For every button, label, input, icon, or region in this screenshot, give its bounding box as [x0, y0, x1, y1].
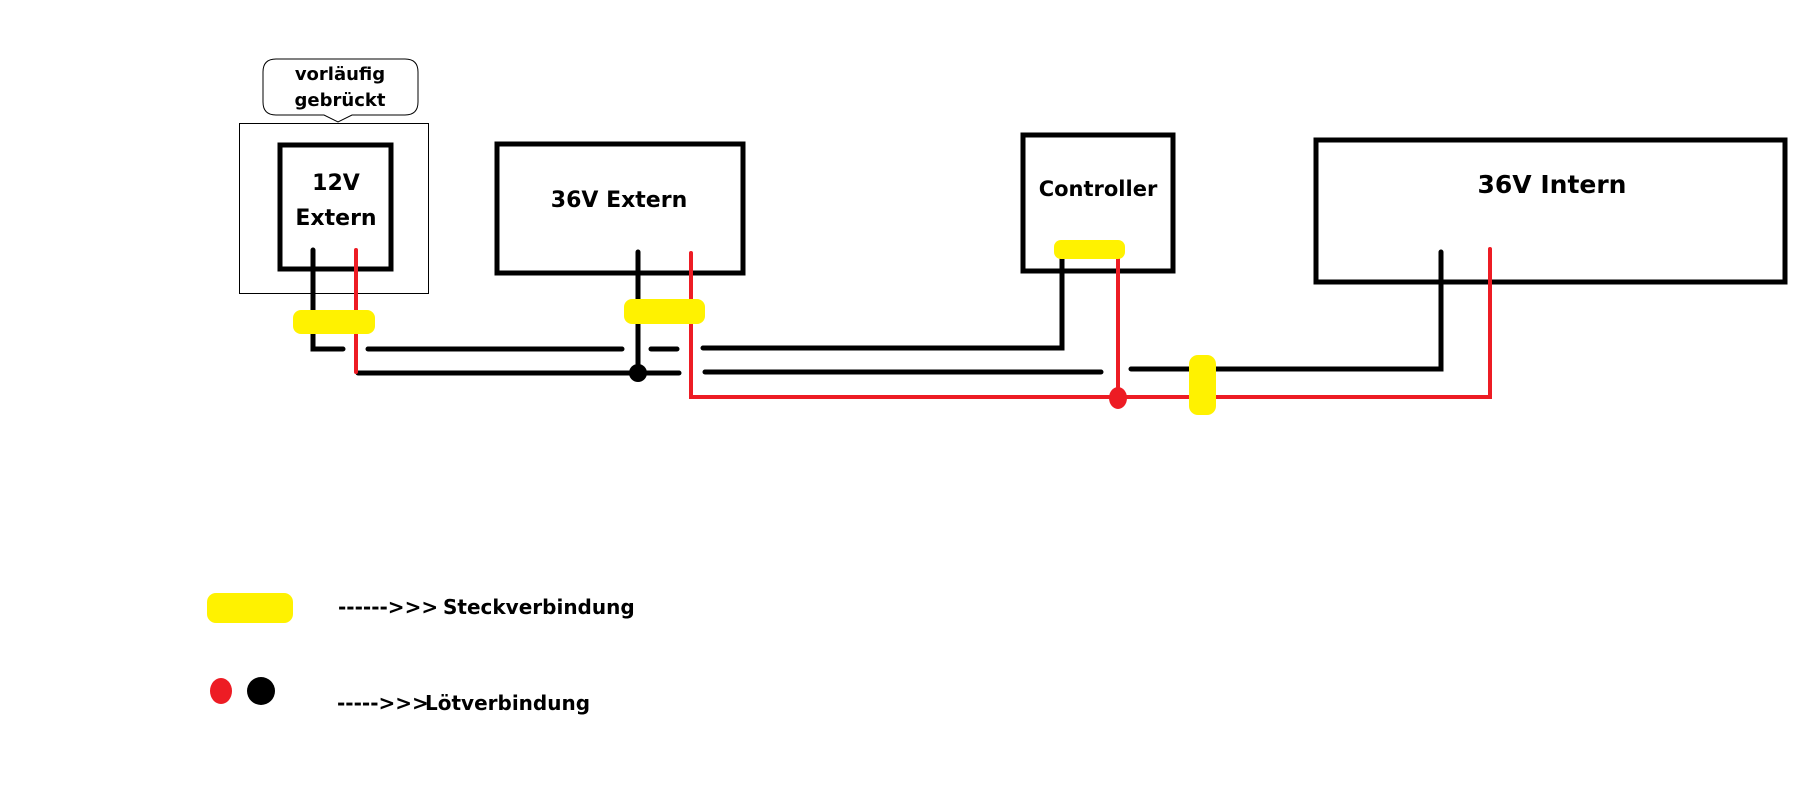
connector-12v: [293, 310, 375, 334]
callout-bubble: vorläufig gebrückt: [262, 58, 419, 123]
battery-36v-intern-label: 36V Intern: [1478, 170, 1627, 199]
legend-solder-arrow: ----->>>: [337, 691, 429, 715]
battery-12v-extern: 12V Extern: [277, 142, 394, 272]
controller-label: Controller: [1039, 177, 1158, 201]
callout-line2: gebrückt: [295, 90, 386, 111]
callout-shape: [262, 58, 419, 123]
connector-36v-extern: [624, 299, 705, 324]
wire-controller-negative: [700, 255, 1065, 351]
battery-36v-intern: 36V Intern: [1313, 137, 1788, 285]
legend-solder-label: Lötverbindung: [425, 691, 590, 715]
connector-36v-intern: [1189, 355, 1216, 415]
connector-controller: [1054, 240, 1125, 259]
battery-36v-intern-box: [1313, 137, 1788, 285]
negative-wires: [310, 247, 1444, 376]
battery-12v-box: [277, 142, 394, 272]
wire-36v-extern-positive: [689, 247, 1492, 399]
wire-12v-negative: [310, 247, 346, 352]
battery-12v-label-line1: 12V: [312, 171, 360, 196]
battery-12v-label-line2: Extern: [295, 206, 376, 231]
wire-36v-intern-negative: [1128, 249, 1444, 372]
callout-line1: vorläufig: [295, 64, 385, 85]
solder-joint-black: [629, 364, 647, 382]
legend-solder-black-swatch: [247, 677, 275, 705]
battery-36v-extern-box: [494, 141, 746, 276]
battery-36v-extern: 36V Extern: [494, 141, 746, 276]
legend-connector-swatch: [207, 593, 293, 623]
legend-connector-label: Steckverbindung: [443, 595, 635, 619]
legend-solder-red-swatch: [210, 678, 232, 704]
solder-joint-red: [1109, 387, 1127, 409]
plug-connectors: [293, 240, 1216, 415]
battery-36v-extern-label: 36V Extern: [551, 188, 687, 213]
legend-connector-arrow: ------>>>: [338, 595, 438, 619]
bridge-enclosure: [239, 123, 429, 294]
legend: ------>>> Steckverbindung ----->>> Lötve…: [207, 593, 635, 715]
